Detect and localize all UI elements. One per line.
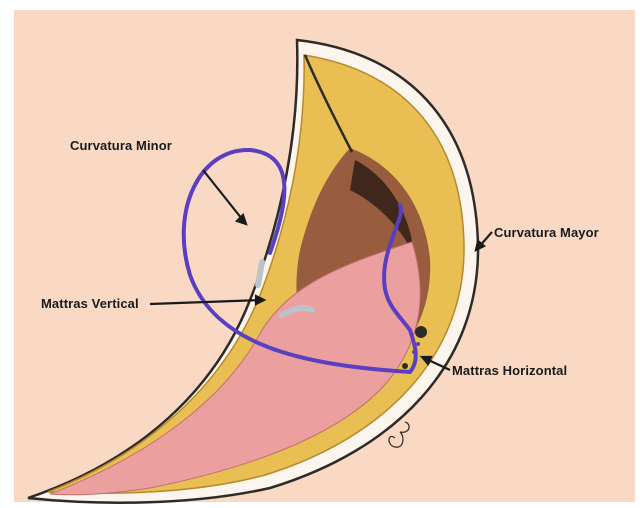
suture-knot-bottom	[402, 363, 408, 369]
suture-knot-right	[415, 326, 427, 338]
label-mattras-horizontal: Mattras Horizontal	[452, 363, 567, 378]
label-mattras-vertical: Mattras Vertical	[41, 296, 139, 311]
needle-upper	[258, 262, 262, 285]
label-curvatura-mayor: Curvatura Mayor	[494, 225, 599, 240]
suture-dot-b	[416, 342, 420, 346]
label-curvatura-minor: Curvatura Minor	[70, 138, 172, 153]
suture-dot-a	[412, 350, 416, 354]
